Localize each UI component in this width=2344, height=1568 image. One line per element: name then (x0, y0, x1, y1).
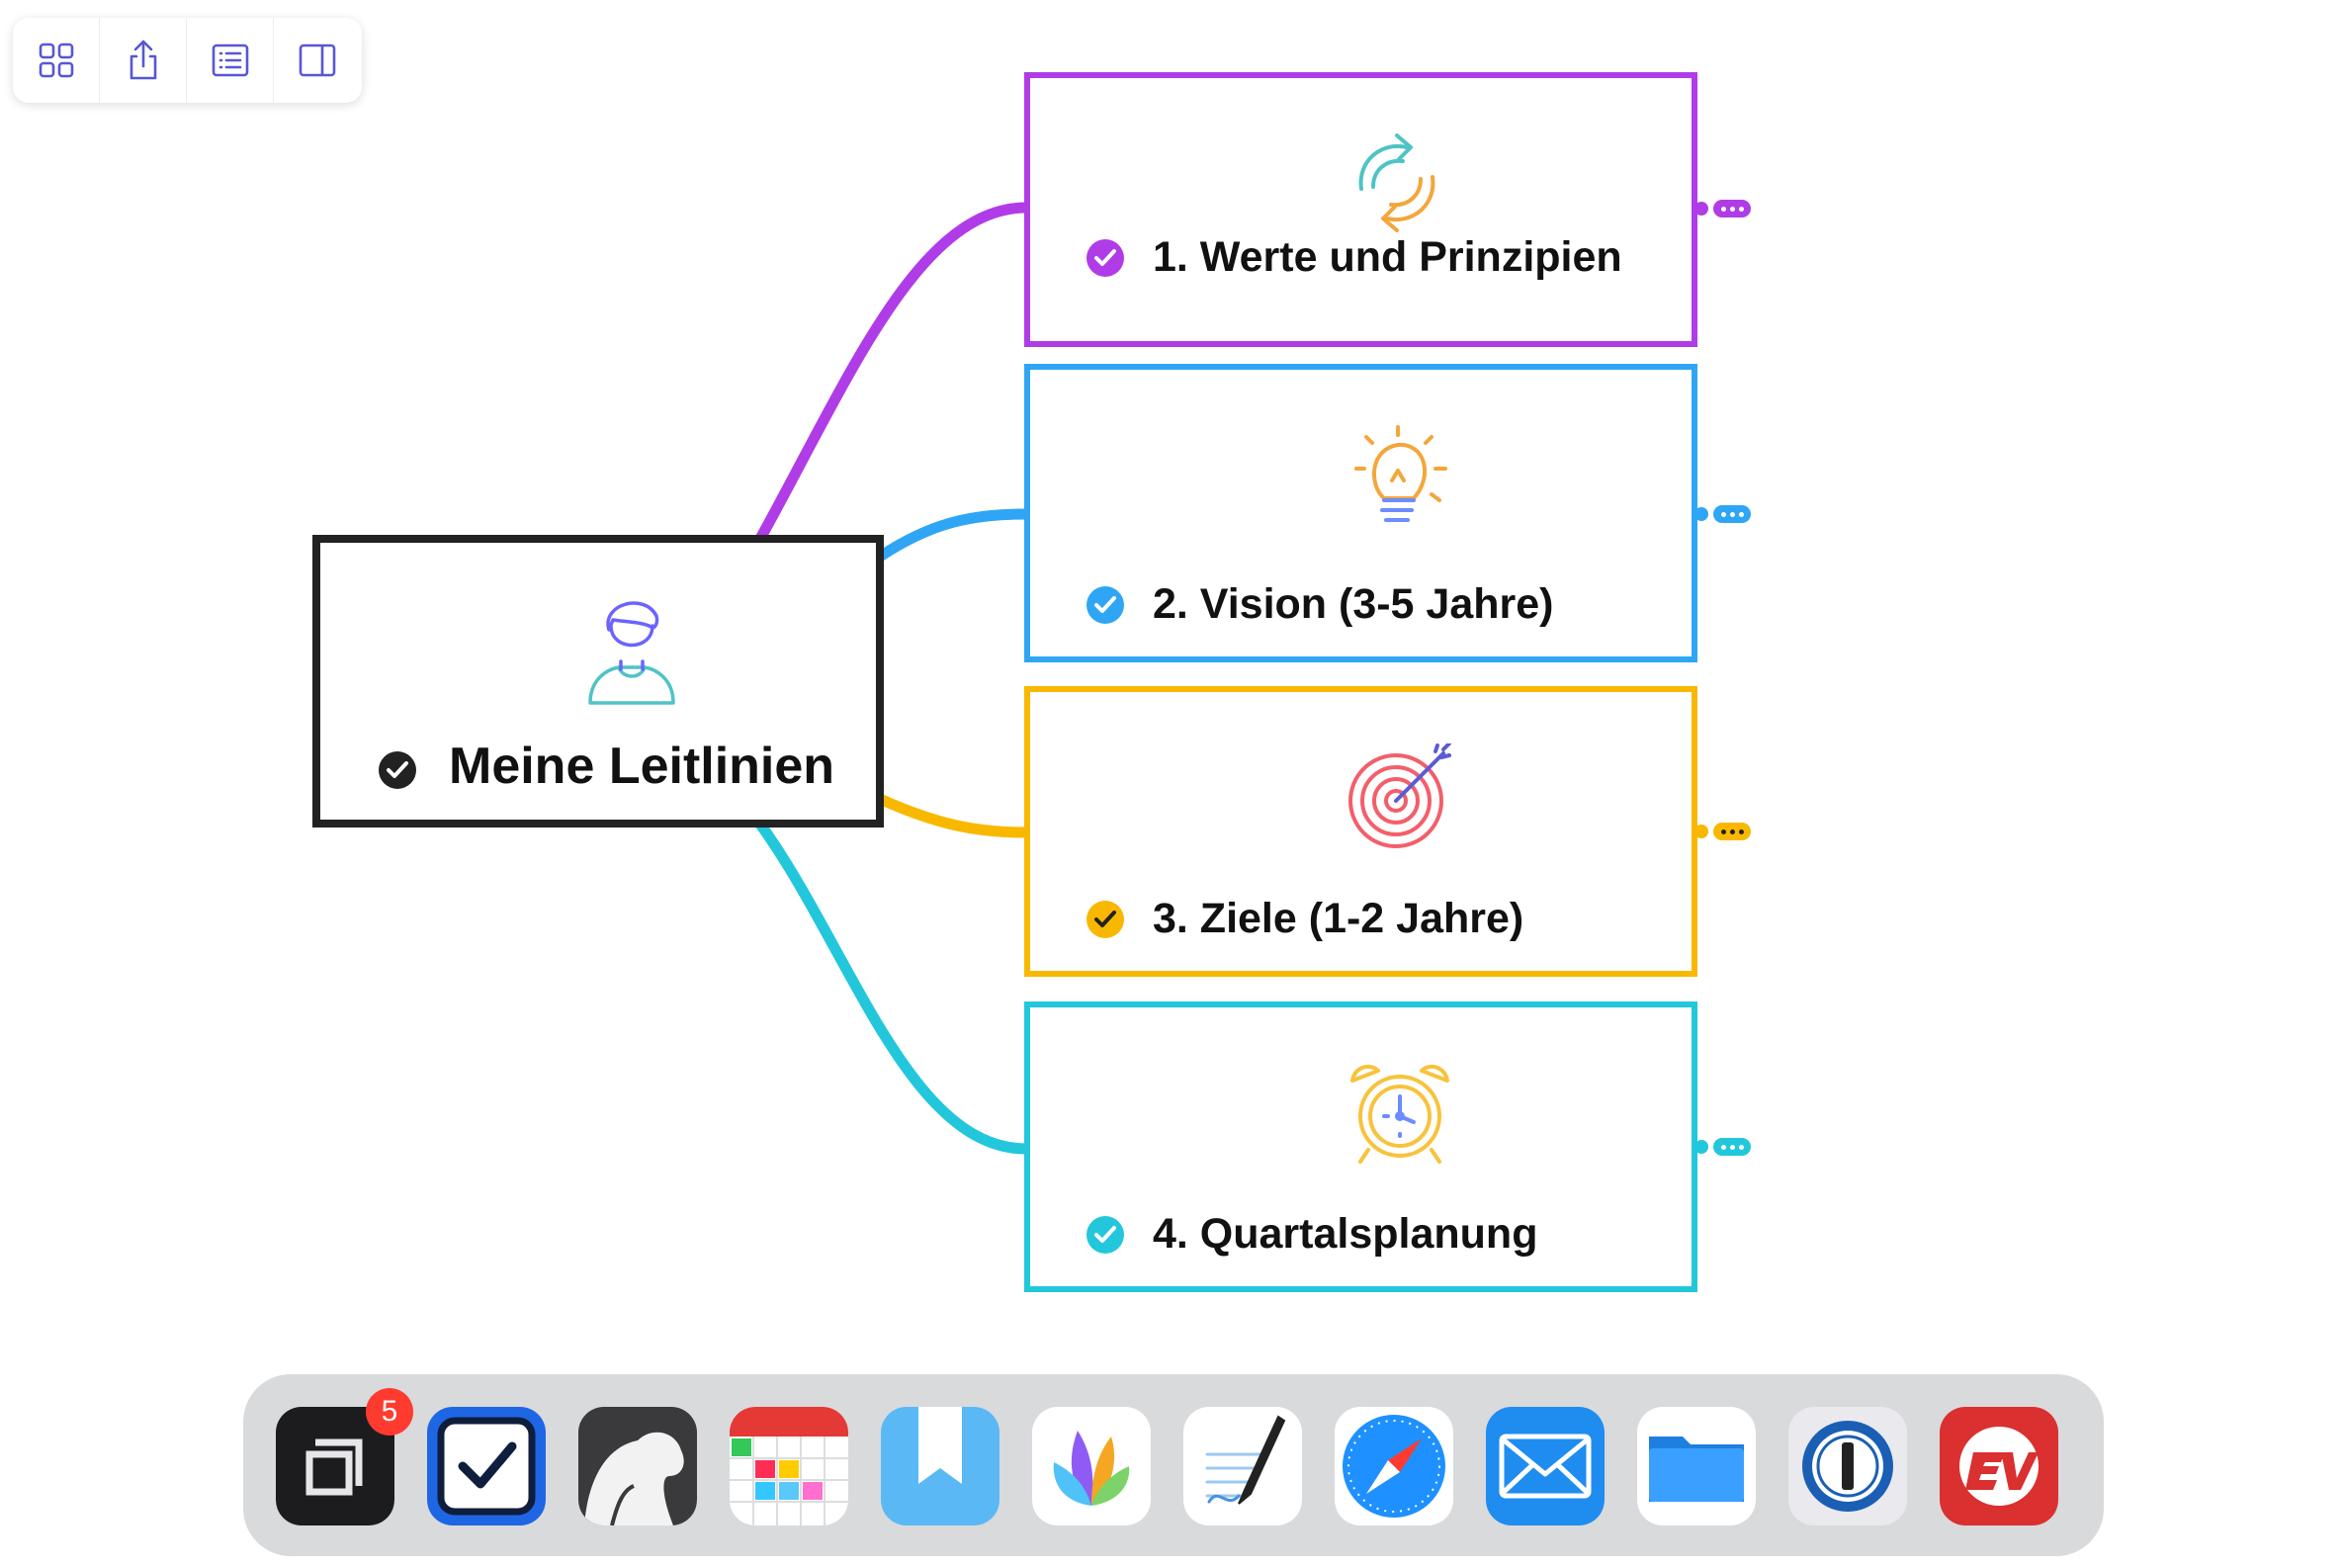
connector-dot (1694, 825, 1708, 838)
node-title: 1. Werte und Prinzipien (1153, 233, 1622, 281)
node-ziele[interactable]: 3. Ziele (1-2 Jahre) (1024, 686, 1697, 977)
connector-3 (874, 793, 1032, 838)
connector-4 (755, 820, 1032, 1155)
connector-2 (874, 508, 1032, 563)
root-node[interactable]: Meine Leitlinien (312, 535, 884, 828)
node-vision[interactable]: 2. Vision (3-5 Jahre) (1024, 364, 1697, 662)
files-app-icon[interactable] (1637, 1407, 1756, 1525)
connector-dot (1694, 202, 1708, 216)
share-icon (130, 40, 156, 80)
toolbar (13, 18, 362, 103)
check-circle-icon[interactable] (378, 750, 417, 790)
check-circle-icon[interactable] (1085, 1215, 1125, 1255)
refresh-cycle-icon (1358, 133, 1435, 232)
outline-button[interactable] (187, 18, 274, 103)
root-title: Meine Leitlinien (449, 738, 835, 795)
more-options-button[interactable] (1713, 200, 1751, 218)
notification-badge: 5 (366, 1388, 413, 1436)
mindnode-app-icon[interactable] (1032, 1407, 1151, 1525)
alarm-clock-icon (1350, 1064, 1449, 1164)
person-icon (588, 601, 675, 705)
sidebar-icon (299, 44, 336, 77)
mail-app-icon[interactable] (1486, 1407, 1605, 1525)
calendar-app-icon[interactable] (730, 1407, 848, 1525)
bookmark-app-icon[interactable] (881, 1407, 999, 1525)
grid-view-button[interactable] (13, 18, 100, 103)
dock: 5 (243, 1374, 2104, 1556)
target-icon (1348, 743, 1451, 848)
outline-list-icon (212, 44, 248, 77)
sidebar-toggle-button[interactable] (274, 18, 361, 103)
node-title: 2. Vision (3-5 Jahre) (1153, 580, 1554, 628)
node-title: 4. Quartalsplanung (1153, 1210, 1538, 1258)
tasks-app-icon[interactable] (427, 1407, 546, 1525)
lightbulb-icon (1354, 425, 1447, 522)
check-circle-icon[interactable] (1085, 238, 1125, 278)
safari-app-icon[interactable] (1335, 1407, 1453, 1525)
bear-app-icon[interactable] (578, 1407, 697, 1525)
share-button[interactable] (100, 18, 187, 103)
node-werte-und-prinzipien[interactable]: 1. Werte und Prinzipien (1024, 72, 1697, 347)
more-options-button[interactable] (1713, 505, 1751, 523)
connector-1 (755, 202, 1032, 543)
node-title: 3. Ziele (1-2 Jahre) (1153, 895, 1524, 942)
more-options-button[interactable] (1713, 1138, 1751, 1156)
check-circle-icon[interactable] (1085, 900, 1125, 939)
notes-app-icon[interactable] (1183, 1407, 1302, 1525)
connector-dot (1694, 1140, 1708, 1154)
1password-app-icon[interactable] (1788, 1407, 1907, 1525)
more-options-button[interactable] (1713, 823, 1751, 840)
connector-dot (1694, 507, 1708, 521)
check-circle-icon[interactable] (1085, 585, 1125, 625)
grid-icon (39, 43, 73, 78)
expressvpn-app-icon[interactable] (1940, 1407, 2058, 1525)
node-quartalsplanung[interactable]: 4. Quartalsplanung (1024, 1002, 1697, 1292)
